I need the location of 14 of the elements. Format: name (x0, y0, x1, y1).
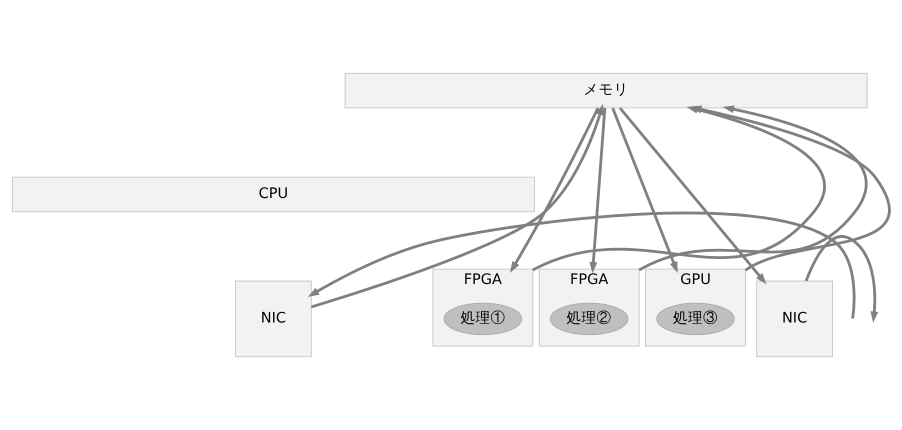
node-box: メモリ (344, 72, 868, 108)
arrow (308, 212, 856, 319)
arrow (611, 108, 678, 274)
node-box: NIC (756, 280, 833, 358)
node-ellipse: 処理② (550, 302, 628, 336)
node-box: CPU (12, 176, 535, 212)
arrow (510, 107, 600, 273)
node-ellipse: 処理③ (656, 302, 735, 336)
node-ellipse: 処理① (444, 302, 522, 336)
node-box: NIC (235, 280, 312, 358)
arrow (618, 107, 766, 284)
arrow (310, 104, 604, 308)
arrow (589, 108, 606, 274)
arrow (804, 235, 878, 323)
